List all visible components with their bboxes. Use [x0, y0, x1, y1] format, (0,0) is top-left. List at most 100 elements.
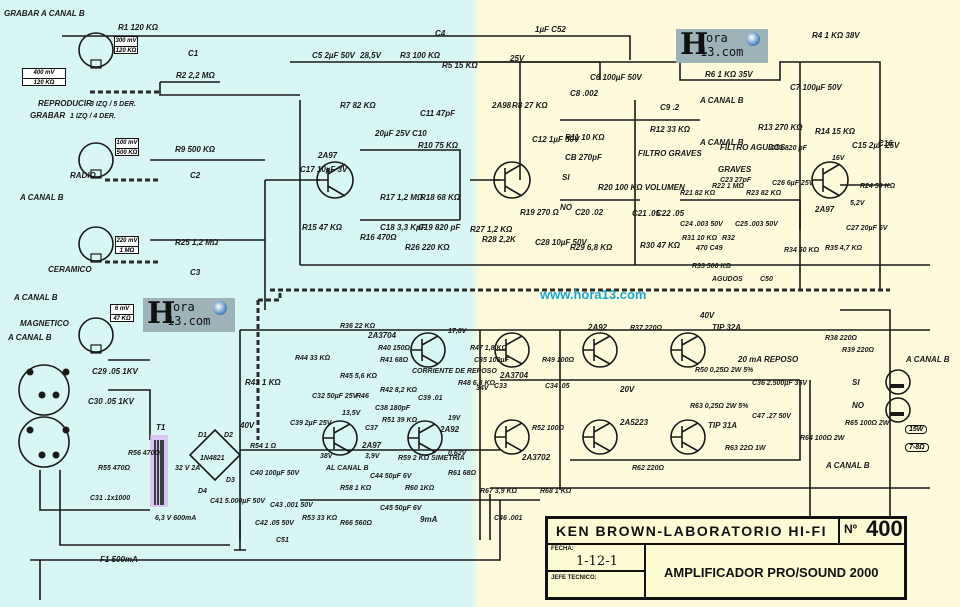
logo-text: ora	[173, 300, 195, 314]
transformer-t1	[154, 440, 164, 505]
wire	[62, 35, 631, 60]
label: A CANAL B	[13, 293, 58, 302]
wire	[479, 330, 561, 540]
label: C34 .05	[545, 383, 570, 390]
label: NO	[852, 401, 865, 410]
spec-box-magnetico: 6 mV 47 KΩ	[110, 304, 134, 322]
label: T1	[156, 423, 166, 432]
drawing-number: 400	[866, 516, 903, 541]
watermark-url: www.hora13.com	[540, 287, 647, 302]
wire	[30, 559, 230, 600]
label: 9mA	[420, 515, 438, 524]
label: 2A98	[491, 101, 512, 110]
transistor-q1	[316, 161, 354, 199]
label: 0,62V	[448, 450, 468, 457]
label: A CANAL B	[825, 461, 870, 470]
jefe-label: JEFE TECNICO:	[551, 575, 597, 581]
transistor-q4	[410, 332, 446, 368]
label: SI	[562, 173, 570, 182]
label: C44 50µF 6V	[370, 473, 413, 480]
label: R63 22Ω 1W	[725, 445, 767, 452]
label: 2A5223	[619, 418, 649, 427]
label: A CANAL B	[7, 333, 52, 342]
label: 5,2V	[850, 200, 866, 207]
label: R38 220Ω	[825, 335, 857, 342]
label: C37	[365, 425, 379, 432]
label: CORRIENTE DE REPOSO	[412, 368, 497, 375]
label: R58 1 KΩ	[340, 485, 372, 492]
label: C23 27pF	[720, 177, 752, 184]
speaker-impedance-badge: 7-8Ω	[905, 443, 929, 452]
label: R22 1 MΩ	[712, 183, 744, 190]
title-row: KEN BROWN-LABORATORIO HI-FI Nº 400	[548, 516, 904, 545]
wire	[159, 81, 300, 96]
label: C30 .05 1KV	[88, 397, 134, 406]
label: R63 0,25Ω 2W 5%	[690, 403, 749, 410]
label: R1 120 KΩ	[118, 23, 159, 32]
wire	[519, 62, 636, 265]
speaker-power-badge: 15W	[905, 425, 928, 434]
label: C20 .02	[575, 208, 604, 217]
label: 28,5V	[359, 51, 382, 60]
label: C3	[190, 268, 201, 277]
label: R9 500 KΩ	[175, 145, 216, 154]
label: 2A92	[439, 425, 460, 434]
label: R32	[722, 235, 735, 242]
din-connector-radio	[78, 142, 114, 179]
label: R39 220Ω	[842, 347, 874, 354]
spec-value: 1 MΩ	[119, 248, 135, 254]
label: CB 270pF	[565, 153, 603, 162]
label: C17 10µF 3V	[300, 165, 348, 174]
label: R26 220 KΩ	[405, 243, 450, 252]
label: 20 mA REPOSO	[737, 355, 799, 364]
label: R64 100Ω 2W	[800, 435, 846, 442]
logo-text: 13.com	[167, 314, 211, 328]
spec-value: 100 mV	[116, 139, 138, 149]
label: R11 10 KΩ	[565, 133, 605, 142]
label: R4 1 KΩ 38V	[812, 31, 860, 40]
label: 17,8V	[448, 328, 468, 335]
label: C27 20µF 6V	[846, 225, 889, 232]
label: R15 47 KΩ	[302, 223, 343, 232]
transistor-q7	[494, 332, 530, 368]
label: GRABAR A CANAL B	[4, 9, 85, 18]
label: R67 3,9 KΩ	[480, 488, 518, 495]
label: FILTRO GRAVES	[638, 149, 702, 158]
label: GRAVES	[718, 165, 752, 174]
label: R60 1KΩ	[405, 485, 435, 492]
label: C29 .05 1KV	[92, 367, 138, 376]
label: 3 IZQ / 5 DER.	[90, 101, 136, 108]
label: FILTRO AGUDOS	[720, 143, 786, 152]
label: C41 5.000µF 50V	[210, 498, 266, 505]
wire	[360, 149, 461, 221]
din-connector-tape	[78, 32, 114, 69]
wire	[264, 179, 320, 310]
label: R29 6,8 KΩ	[570, 243, 613, 252]
label: C18 3,3 KpF	[380, 223, 427, 232]
model-name: AMPLIFICADOR PRO/SOUND 2000	[664, 565, 879, 580]
spec-box-tape-out: 400 mV 120 KΩ	[22, 68, 66, 86]
label: 2A3704	[499, 371, 529, 380]
label: R12 33 KΩ	[650, 125, 691, 134]
label: C43 .001 50V	[270, 502, 314, 509]
label: C15 2µF 25V	[852, 141, 900, 150]
watermark-logo-bottom: H ora 13.com	[143, 296, 235, 332]
label: C46 .001	[494, 515, 523, 522]
label: REPRODUCIR	[38, 99, 92, 108]
divider	[548, 570, 644, 572]
label: R42 8,2 KΩ	[380, 387, 418, 394]
label: R40 150Ω	[378, 345, 410, 352]
label: R53 33 KΩ	[302, 515, 338, 522]
transistor-q12	[670, 419, 706, 455]
spec-value: 47 KΩ	[113, 316, 131, 322]
label: R5 15 KΩ	[442, 61, 478, 70]
label: 38V	[320, 453, 334, 460]
label: RADIO	[70, 171, 97, 180]
transistor-q8	[582, 332, 618, 368]
wire	[230, 500, 501, 561]
label: 40V	[239, 421, 255, 430]
label: R8 27 KΩ	[512, 101, 548, 110]
label: C11 47pF	[420, 109, 456, 118]
label: F1 500mA	[100, 555, 138, 564]
label: R41 68Ω	[380, 357, 409, 364]
